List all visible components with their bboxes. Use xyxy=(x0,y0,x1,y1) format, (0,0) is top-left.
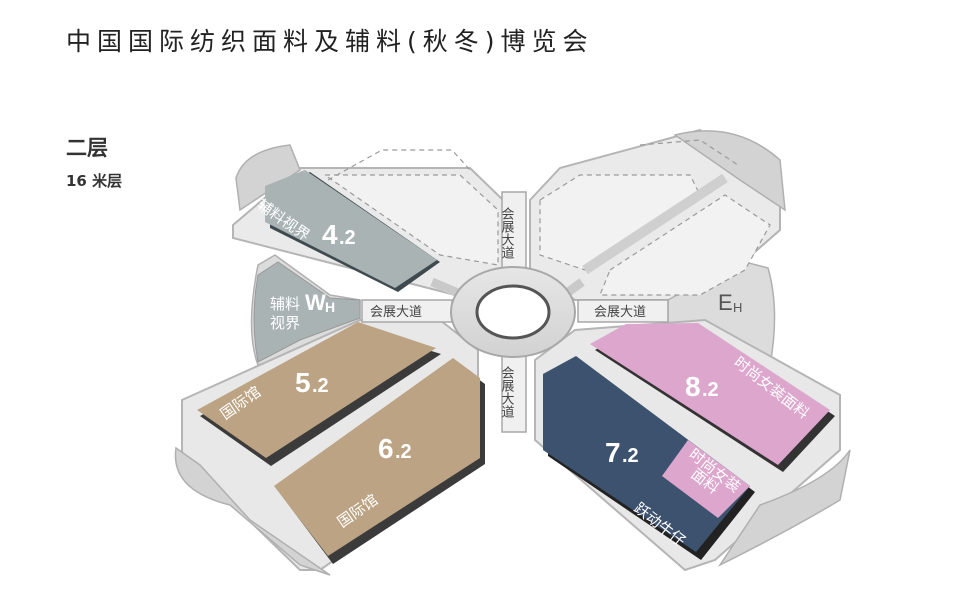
hall-7-2-decimal: .2 xyxy=(622,445,639,467)
hall-wh-letter: W xyxy=(305,290,326,315)
floor-title: 二层 xyxy=(66,136,108,160)
hall-5-2-number: 5 xyxy=(295,367,311,398)
hall-5-2-decimal: .2 xyxy=(312,375,329,397)
hall-7-2-sub-area xyxy=(662,440,750,518)
hall-4-2-decimal: .2 xyxy=(339,227,356,249)
page-title: 中国国际纺织面料及辅料(秋冬)博览会 xyxy=(66,27,594,56)
road-north xyxy=(501,191,527,275)
hall-8-2-decimal: .2 xyxy=(702,379,719,401)
floor-subtitle: 16 米层 xyxy=(66,172,123,190)
hall-eh-letter: E xyxy=(718,290,733,315)
road-label-south: 会展大道 xyxy=(499,366,515,418)
hall-8-2-area xyxy=(590,323,830,465)
roundabout xyxy=(450,266,576,358)
hall-wh-label-line1: 辅料 xyxy=(270,295,300,313)
hall-4-2-area xyxy=(265,170,437,288)
hall-wh-area xyxy=(253,261,361,363)
road-east xyxy=(577,299,669,323)
road-label-west: 会展大道 xyxy=(370,305,422,320)
hall-wh-label-line2: 视界 xyxy=(270,314,300,332)
road-south xyxy=(501,351,527,433)
hall-wh-sub: H xyxy=(325,299,335,315)
hall-eh-sub: H xyxy=(733,300,742,315)
road-label-east: 会展大道 xyxy=(594,305,646,320)
hall-6-2[interactable]: 6 .2 国际馆 xyxy=(274,358,485,564)
hall-8-2-number: 8 xyxy=(685,371,701,402)
roads xyxy=(361,191,669,433)
road-label-north: 会展大道 xyxy=(499,207,515,259)
hall-7-2-number: 7 xyxy=(605,437,621,468)
hall-wh[interactable]: 辅料 视界 W H xyxy=(253,261,361,363)
dashed-areas xyxy=(323,139,771,296)
road-labels: 会展大道 会展大道 会展大道 会展大道 xyxy=(370,207,646,418)
hall-5-2-area xyxy=(197,322,436,458)
hall-7-2[interactable]: 7 .2 跃动牛仔 时尚女装 面料 xyxy=(543,356,755,560)
hall-6-2-decimal: .2 xyxy=(395,441,412,463)
hall-6-2-area xyxy=(274,358,480,556)
hall-4-2-number: 4 xyxy=(322,219,338,250)
hall-6-2-number: 6 xyxy=(378,433,394,464)
hall-eh[interactable]: E H xyxy=(718,290,742,315)
